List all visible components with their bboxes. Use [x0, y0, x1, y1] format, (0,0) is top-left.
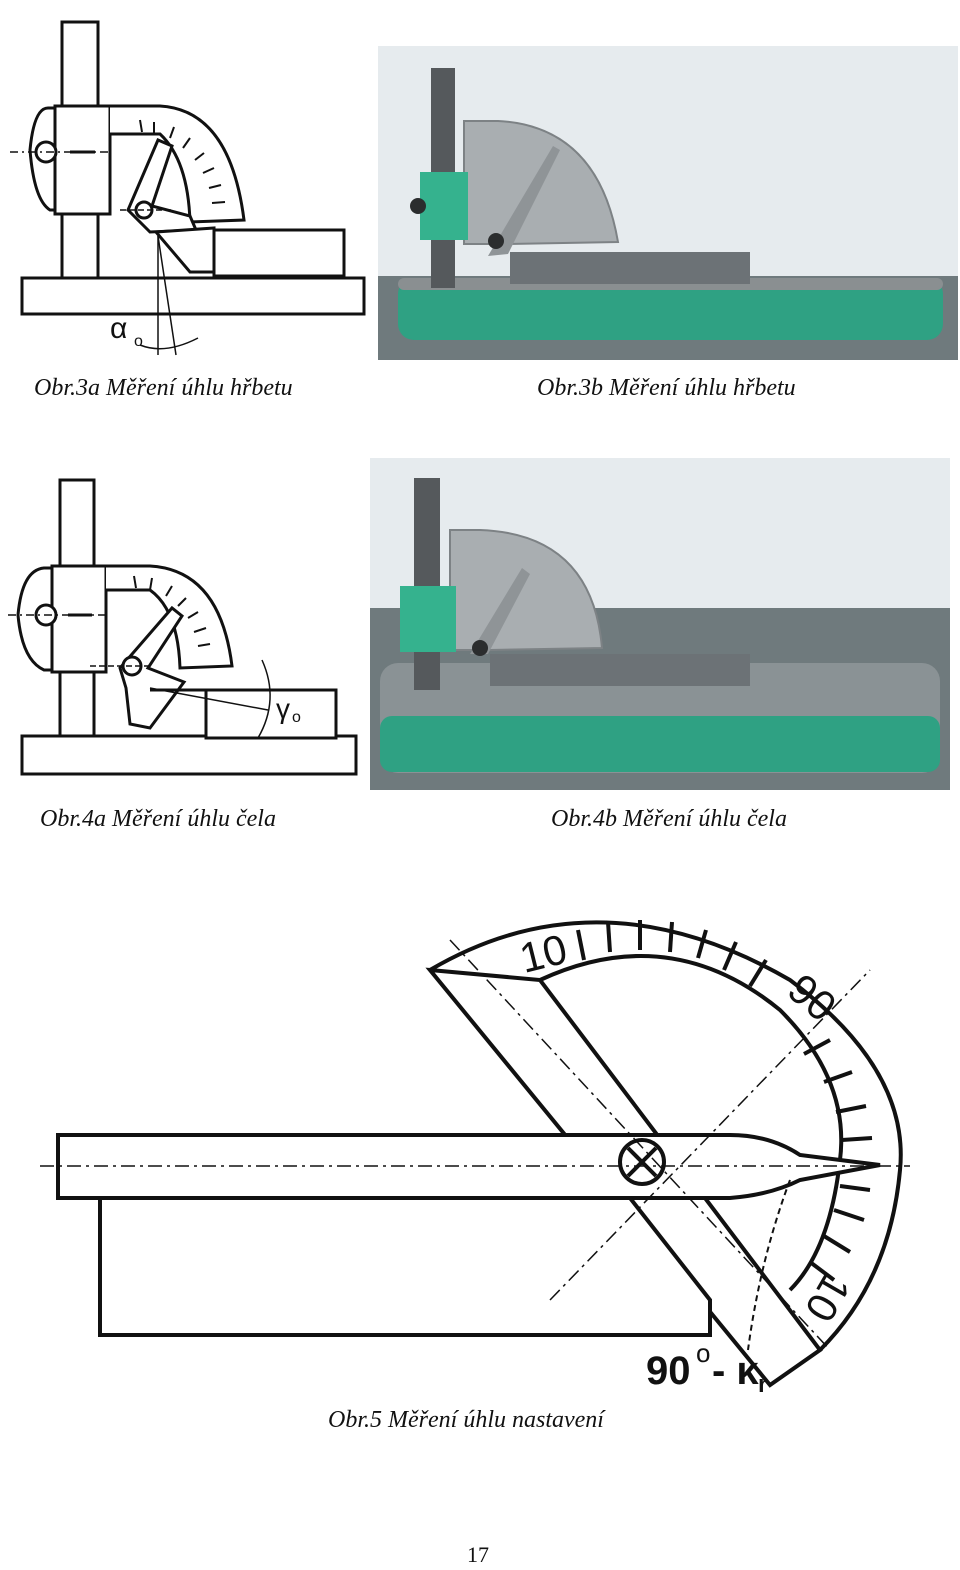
figure-4a-drawing: γ o — [8, 478, 358, 776]
figure-3a-drawing: α o — [10, 20, 366, 356]
formula-90: 90 — [646, 1349, 691, 1393]
figure-3b-photo — [378, 46, 958, 360]
caption-3b: Obr.3b Měření úhlu hřbetu — [537, 375, 796, 401]
caption-4b: Obr.4b Měření úhlu čela — [551, 806, 787, 832]
alpha-subscript: o — [134, 333, 143, 350]
caption-5: Obr.5 Měření úhlu nastavení — [328, 1407, 604, 1433]
figure-4b-photo — [370, 458, 950, 790]
gamma-symbol: γ — [276, 693, 290, 724]
formula-kappa: - κ — [712, 1349, 759, 1393]
figure-5-drawing: 10 90 10 90 o - κ r — [40, 920, 910, 1398]
scale-number-right: 10 — [796, 1266, 860, 1330]
scale-number-left: 10 — [515, 925, 572, 982]
gamma-subscript: o — [292, 709, 301, 726]
caption-4a: Obr.4a Měření úhlu čela — [40, 806, 276, 832]
page-number: 17 — [467, 1542, 489, 1567]
caption-3a: Obr.3a Měření úhlu hřbetu — [34, 375, 293, 401]
formula-subscript: r — [758, 1371, 767, 1398]
alpha-symbol: α — [110, 312, 127, 345]
formula-degree: o — [696, 1338, 710, 1368]
